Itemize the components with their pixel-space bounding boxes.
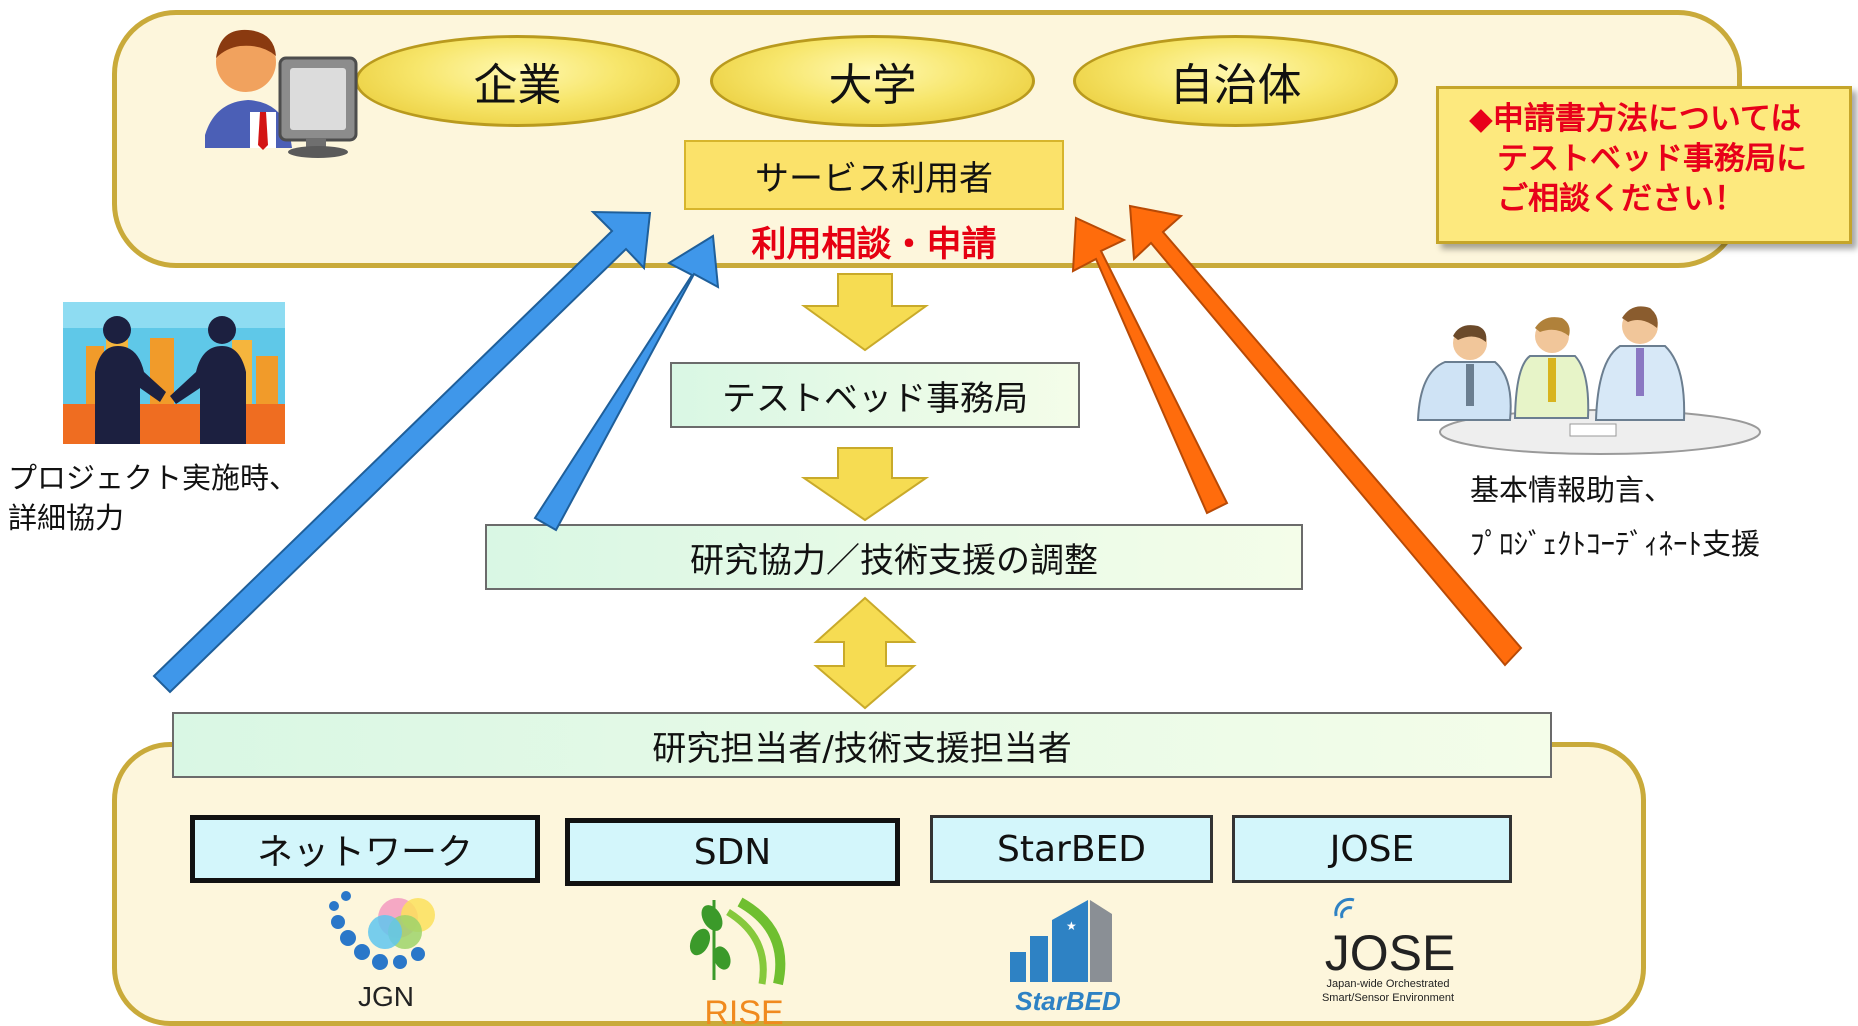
jose-logo: JOSE Japan-wide Orchestrated Smart/Senso… xyxy=(1322,897,1456,1004)
category-network: ネットワーク xyxy=(190,815,540,883)
rise-logo-text: RISE xyxy=(704,994,783,1026)
jose-logo-text: JOSE xyxy=(1325,925,1456,981)
jose-logo-subtitle-2: Smart/Sensor Environment xyxy=(1322,992,1454,1004)
left-caption: プロジェクト実施時、 詳細協力 xyxy=(8,458,368,538)
rise-logo: RISE xyxy=(689,897,786,1026)
jgn-logo-text: JGN xyxy=(358,981,414,1012)
category-sdn: SDN xyxy=(565,818,900,886)
orange-arrow-left xyxy=(1071,216,1229,515)
double-arrow xyxy=(813,596,917,710)
right-caption-line-2: ﾌﾟﾛｼﾞｪｸﾄｺｰﾃﾞｨﾈｰﾄ支援 xyxy=(1470,527,1761,561)
org-oval-municipality: 自治体 xyxy=(1073,35,1398,127)
category-starbed: StarBED xyxy=(930,815,1213,883)
org-oval-company: 企業 xyxy=(355,35,680,127)
application-note: ◆申請書方法については テストベッド事務局に ご相談ください！ xyxy=(1436,86,1852,244)
blue-arrow-left xyxy=(152,210,652,694)
category-jose: JOSE xyxy=(1232,815,1512,883)
note-line-2: テストベッド事務局に xyxy=(1497,141,1807,177)
org-oval-university: 大学 xyxy=(710,35,1035,127)
starbed-logo: ★ StarBED xyxy=(1010,900,1121,1016)
meeting-illustration xyxy=(1416,306,1761,455)
note-line-1: ◆申請書方法については xyxy=(1469,101,1802,137)
handshake-illustration xyxy=(63,302,285,444)
user-computer-icon xyxy=(205,29,358,158)
jose-logo-subtitle-1: Japan-wide Orchestrated xyxy=(1327,978,1450,990)
down-arrow-1 xyxy=(800,273,930,352)
jgn-logo: JGN xyxy=(329,891,435,1012)
testbed-office-box: テストベッド事務局 xyxy=(670,362,1080,428)
starbed-logo-text: StarBED xyxy=(1015,986,1121,1016)
right-caption-line-1: 基本情報助言、 xyxy=(1470,473,1674,507)
svg-text:★: ★ xyxy=(1066,919,1077,933)
left-caption-line-2: 詳細協力 xyxy=(8,501,125,535)
staff-box: 研究担当者/技術支援担当者 xyxy=(172,712,1552,778)
blue-arrow-right xyxy=(533,234,720,532)
left-caption-line-1: プロジェクト実施時、 xyxy=(8,461,299,495)
coordination-box: 研究協力／技術支援の調整 xyxy=(485,524,1303,590)
right-caption: 基本情報助言、 ﾌﾟﾛｼﾞｪｸﾄｺｰﾃﾞｨﾈｰﾄ支援 xyxy=(1470,470,1850,564)
orange-arrow-right xyxy=(1128,204,1523,667)
service-user-box: サービス利用者 xyxy=(684,140,1064,210)
request-label: 利用相談・申請 xyxy=(751,225,997,265)
note-line-3: ご相談ください！ xyxy=(1497,181,1745,217)
down-arrow-2 xyxy=(800,447,930,522)
